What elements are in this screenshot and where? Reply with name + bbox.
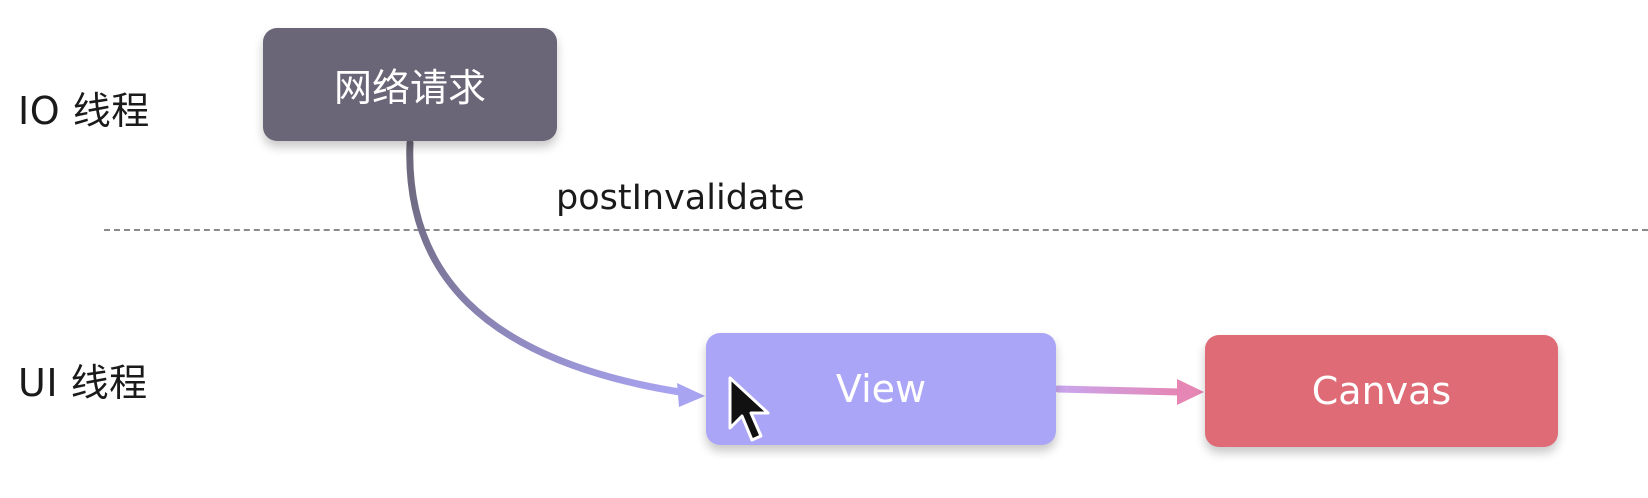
post-invalidate-label: postInvalidate (556, 178, 805, 218)
arrow-pointer-icon (728, 376, 770, 442)
view-label: View (835, 367, 927, 411)
view-node: View (706, 333, 1056, 445)
post-invalidate-edge (406, 139, 684, 396)
ui-thread-label: UI 线程 (18, 361, 148, 405)
view-to-canvas-edge (1054, 385, 1184, 396)
canvas-node: Canvas (1205, 335, 1558, 447)
network-request-node: 网络请求 (263, 28, 557, 141)
io-thread-label: IO 线程 (18, 89, 150, 133)
network-request-label: 网络请求 (333, 66, 486, 110)
canvas-label: Canvas (1311, 369, 1452, 413)
post-invalidate-arrowhead (677, 383, 705, 407)
thread-divider (104, 229, 1648, 231)
view-to-canvas-arrowhead (1177, 379, 1204, 405)
